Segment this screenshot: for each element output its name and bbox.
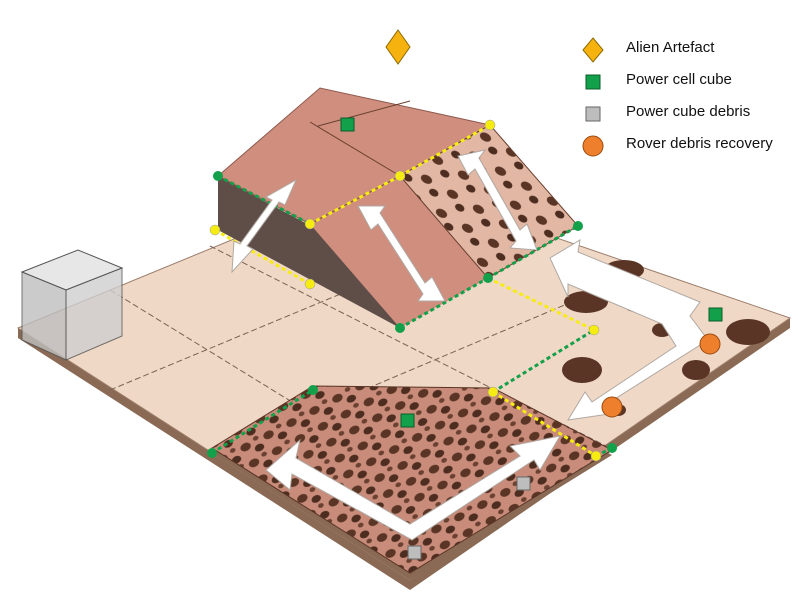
game-pieces [340,29,723,560]
alien-artefact-piece [385,29,411,65]
grey-square-icon [585,106,601,122]
arrow-left-ramp [231,178,298,274]
power-cell-cube-right [708,307,723,322]
arrow-right-slope [457,149,538,251]
route-arrows [231,149,709,541]
rough-terrain-front [211,385,614,580]
power-cell-cube-plateau [340,117,355,132]
power-cube-debris-1 [516,476,531,491]
power-cell-cube-front [400,413,415,428]
power-cube-debris-2 [407,545,422,560]
rover-debris-2 [601,396,623,418]
legend-label: Power cell cube [626,71,732,88]
legend-label: Power cube debris [626,103,751,120]
legend-label: Rover debris recovery [626,135,773,152]
legend-item: Power cell cube [580,66,795,98]
arrow-right-crossing [549,239,709,421]
legend-item: Power cube debris [580,98,795,130]
legend-label: Alien Artefact [626,39,715,56]
green-square-icon [585,74,601,90]
rover-debris-1 [699,333,721,355]
arrow-middle-ramp [357,205,446,302]
orange-circle-icon [582,135,604,157]
legend-item: Alien Artefact [580,34,795,66]
arrow-front-field [265,435,561,541]
legend: Alien Artefact Power cell cube Power cub… [580,34,795,162]
legend-item: Rover debris recovery [580,130,795,162]
orange-diamond-icon [582,37,604,63]
start-cube [20,249,124,361]
boundary-markers [207,119,617,462]
